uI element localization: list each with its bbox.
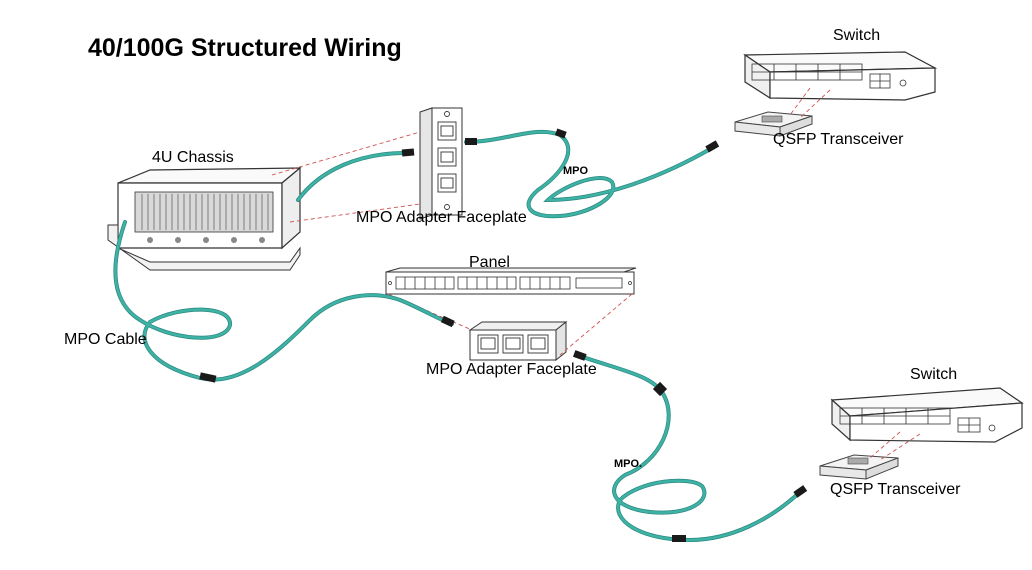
faceplate-top-label: MPO Adapter Faceplate <box>356 209 527 226</box>
panel-label: Panel <box>469 254 510 271</box>
mpo-bottom-label: MPO. <box>614 458 643 470</box>
qsfp-bottom-label: QSFP Transceiver <box>830 481 961 498</box>
qsfp-transceiver-bottom <box>819 454 899 480</box>
diagram-title: 40/100G Structured Wiring <box>88 34 402 62</box>
qsfp-transceiver-top <box>734 111 813 137</box>
switch-top-label: Switch <box>833 27 881 44</box>
mpo-connectors <box>199 128 808 542</box>
mpo-adapter-faceplate-bottom <box>468 320 568 362</box>
mpo-top-label: MPO <box>563 165 589 177</box>
switch-top <box>743 51 938 101</box>
switch-bottom-label: Switch <box>910 366 958 383</box>
patch-panel <box>385 267 637 295</box>
faceplate-bottom-label: MPO Adapter Faceplate <box>426 361 597 378</box>
chassis-label: 4U Chassis <box>152 149 234 166</box>
switch-bottom <box>830 387 1024 443</box>
4u-chassis <box>107 166 302 271</box>
qsfp-top-label: QSFP Transceiver <box>773 131 904 148</box>
mpo-cable-label: MPO Cable <box>64 331 147 348</box>
mpo-adapter-faceplate-top <box>419 107 463 220</box>
